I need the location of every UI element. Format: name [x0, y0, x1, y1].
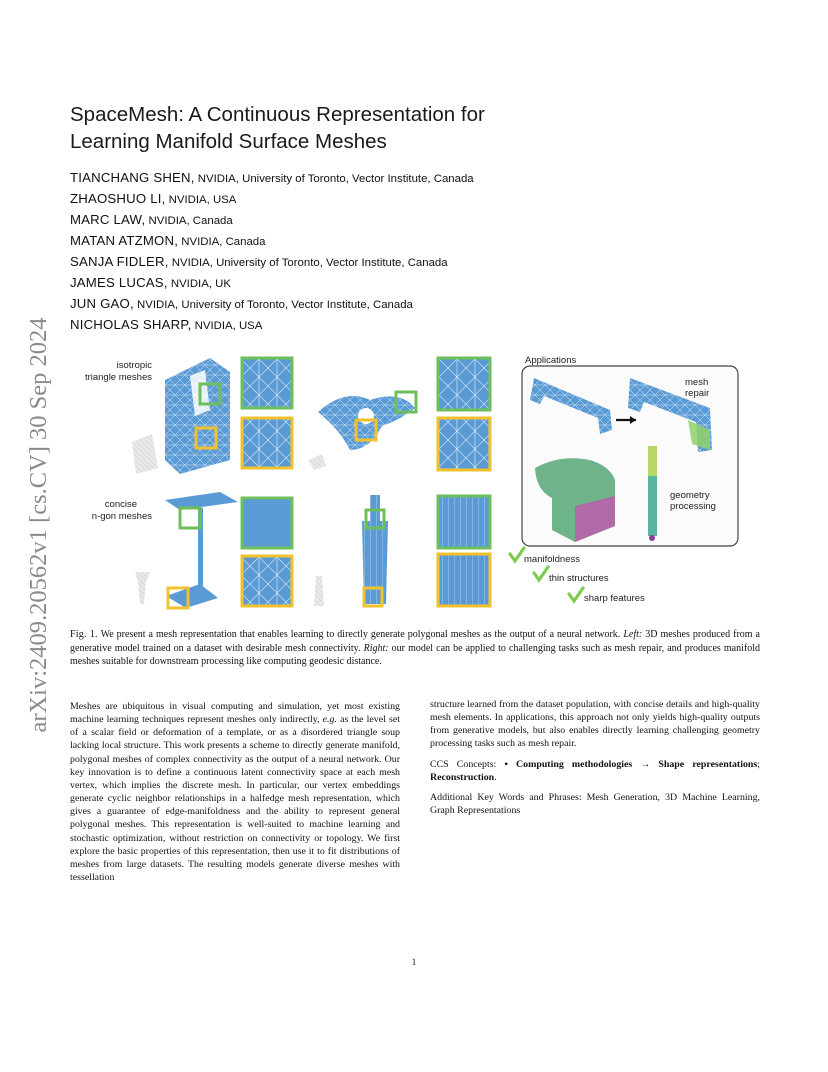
mesh-spinner-model — [308, 396, 415, 470]
caption-text-1: We present a mesh representation that en… — [97, 629, 624, 640]
inset-marker-yellow — [362, 586, 384, 608]
inset-marker-green — [198, 382, 222, 406]
mesh-bottle-model — [314, 495, 388, 606]
ccs-concept-1: • Computing methodologies → Shape repres… — [504, 758, 758, 770]
mesh-small-grey-model — [132, 434, 158, 474]
arxiv-stamp: arXiv:2409.20562v1 [cs.CV] 30 Sep 2024 — [14, 290, 58, 760]
author-name: SANJA FIDLER, — [70, 254, 169, 269]
mesh-repair-label-1: mesh — [685, 377, 708, 388]
teaser-figure: isotropic triangle meshes concise n-gon … — [70, 350, 760, 620]
zoom-inset-green — [436, 356, 492, 412]
author-entry: TIANCHANG SHEN, NVIDIA, University of To… — [70, 168, 630, 189]
author-entry: ZHAOSHUO LI, NVIDIA, USA — [70, 189, 630, 210]
zoom-inset-yellow — [240, 554, 294, 608]
geometry-processing-label-2: processing — [670, 501, 716, 512]
checkmark-icon — [532, 565, 550, 583]
label-concise-1: concise — [105, 499, 137, 510]
author-entry: MATAN ATZMON, NVIDIA, Canada — [70, 231, 630, 252]
caption-text-2: 3D meshes produced from a generative mod… — [70, 629, 760, 654]
inset-marker-yellow — [166, 586, 190, 610]
author-name: TIANCHANG SHEN, — [70, 170, 195, 185]
check-label-manifoldness: manifoldness — [524, 554, 580, 565]
mesh-repair-bench — [530, 378, 712, 452]
label-isotropic-2: triangle meshes — [85, 372, 152, 383]
ccs-end: . — [494, 771, 497, 783]
author-affiliation: NVIDIA, University of Toronto, Vector In… — [168, 257, 448, 269]
paper-title: SpaceMesh: A Continuous Representation f… — [70, 101, 590, 155]
author-affiliation: NVIDIA, University of Toronto, Vector In… — [133, 299, 413, 311]
author-affiliation: NVIDIA, USA — [191, 320, 263, 332]
abstract-eg: e.g. — [322, 714, 337, 726]
inset-marker-green — [364, 508, 386, 530]
label-isotropic-1: isotropic — [117, 360, 153, 371]
page-number: 1 — [411, 958, 417, 968]
author-name: MATAN ATZMON, — [70, 233, 179, 248]
ccs-concept-2: Reconstruction — [430, 771, 495, 783]
figure-caption: Fig. 1. We present a mesh representation… — [70, 628, 760, 669]
checkmark-icon — [508, 546, 526, 564]
inset-marker-green — [178, 506, 202, 530]
checkmark-icon — [567, 586, 585, 604]
check-label-thin-structures: thin structures — [549, 573, 609, 584]
abstract-right-column: structure learned from the dataset popul… — [430, 698, 760, 824]
caption-left: Left: — [623, 629, 643, 640]
zoom-inset-yellow — [240, 416, 294, 470]
ccs-separator: ; — [757, 758, 760, 770]
abstract-continued: structure learned from the dataset popul… — [430, 699, 760, 750]
caption-lead: Fig. 1. — [70, 629, 98, 640]
author-entry: MARC LAW, NVIDIA, Canada — [70, 210, 630, 231]
zoom-inset-green — [240, 356, 294, 410]
author-name: MARC LAW, — [70, 212, 146, 227]
mesh-repair-label-2: repair — [685, 388, 709, 399]
title-line-1: SpaceMesh: A Continuous Representation f… — [70, 103, 485, 126]
author-affiliation: NVIDIA, Canada — [178, 236, 266, 248]
keywords: Additional Key Words and Phrases: Mesh G… — [430, 791, 760, 817]
zoom-inset-yellow — [436, 416, 492, 472]
zoom-inset-green — [436, 494, 492, 550]
author-name: ZHAOSHUO LI, — [70, 191, 166, 206]
abstract-paragraph: Meshes are ubiquitous in visual computin… — [70, 700, 400, 884]
author-list: TIANCHANG SHEN, NVIDIA, University of To… — [70, 168, 630, 336]
abstract-left-column: Meshes are ubiquitous in visual computin… — [70, 700, 400, 884]
zoom-inset-green — [240, 496, 294, 550]
inset-marker-yellow — [194, 426, 218, 450]
author-name: JUN GAO, — [70, 296, 134, 311]
arxiv-stamp-text: arXiv:2409.20562v1 [cs.CV] 30 Sep 2024 — [25, 317, 52, 732]
inset-marker-green — [394, 390, 418, 414]
author-affiliation: NVIDIA, UK — [167, 278, 231, 290]
caption-right: Right: — [363, 642, 389, 654]
mesh-block-model — [165, 358, 230, 474]
abstract-text-1: Meshes are ubiquitous in visual computin… — [70, 701, 400, 726]
geodesic-distance-model — [535, 446, 657, 542]
title-line-2: Learning Manifold Surface Meshes — [70, 130, 387, 153]
author-name: JAMES LUCAS, — [70, 275, 168, 290]
author-affiliation: NVIDIA, Canada — [145, 215, 233, 227]
caption-text-3: our model can be applied to challenging … — [70, 642, 760, 668]
author-entry: JAMES LUCAS, NVIDIA, UK — [70, 273, 630, 294]
author-name: NICHOLAS SHARP, — [70, 317, 192, 332]
author-affiliation: NVIDIA, USA — [165, 194, 237, 206]
author-affiliation: NVIDIA, University of Toronto, Vector In… — [194, 173, 474, 185]
label-concise-2: n-gon meshes — [92, 511, 152, 522]
applications-label: Applications — [525, 355, 576, 366]
author-entry: NICHOLAS SHARP, NVIDIA, USA — [70, 315, 630, 336]
check-label-sharp-features: sharp features — [584, 593, 645, 604]
mesh-table-model — [135, 492, 238, 608]
zoom-inset-yellow — [436, 552, 492, 608]
abstract-text-2: as the level set of a scalar field or de… — [70, 714, 400, 884]
geometry-processing-label-1: geometry — [670, 490, 710, 501]
author-entry: SANJA FIDLER, NVIDIA, University of Toro… — [70, 252, 630, 273]
author-entry: JUN GAO, NVIDIA, University of Toronto, … — [70, 294, 630, 315]
ccs-concepts: CCS Concepts: • Computing methodologies … — [430, 758, 760, 784]
ccs-label: CCS Concepts: — [430, 758, 505, 770]
inset-marker-yellow — [354, 418, 378, 442]
